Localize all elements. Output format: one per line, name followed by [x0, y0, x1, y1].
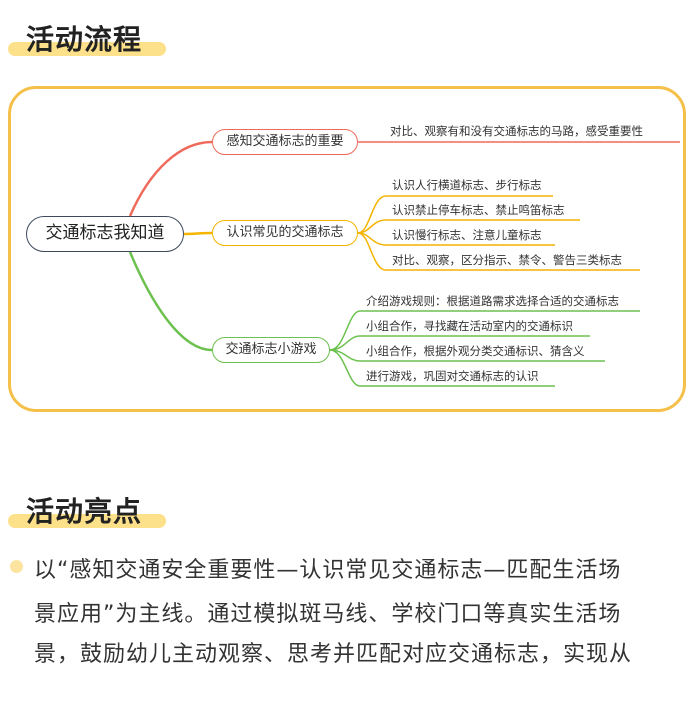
branch-node-game: 交通标志小游戏 [212, 337, 330, 363]
connector-b3-l2 [329, 335, 590, 351]
leaf-b1-1: 对比、观察有和没有交通标志的马路，感受重要性 [390, 124, 643, 138]
bullet-dot [10, 560, 23, 573]
connector-root-b2 [183, 231, 213, 236]
leaf-b2-2: 认识禁止停车标志、禁止鸣笛标志 [392, 203, 565, 217]
highlight-text-line-1: 以“感知交通安全重要性—认识常见交通标志—匹配生活场 [34, 558, 622, 583]
connector-b3-l4 [329, 349, 555, 387]
mindmap-frame [8, 86, 686, 412]
leaf-b3-3: 小组合作，根据外观分类交通标识、猜含义 [366, 344, 585, 358]
leaf-b3-4: 进行游戏，巩固对交通标志的认识 [366, 369, 539, 383]
title-highlight [8, 514, 166, 528]
connector-root-b3 [128, 251, 213, 352]
connector-b2-l1 [357, 195, 553, 234]
mindmap-root-node: 交通标志我知道 [26, 216, 184, 252]
leaf-b3-1: 介绍游戏规则：根据道路需求选择合适的交通标志 [366, 294, 619, 308]
connector-b2-l4 [357, 232, 640, 271]
highlight-text-line-3: 景，鼓励幼儿主动观察、思考并匹配对应交通标志，实现从 [34, 642, 633, 667]
leaf-b2-1: 认识人行横道标志、步行标志 [392, 178, 542, 192]
connector-b3-l1 [329, 310, 640, 351]
branch-node-common-signs: 认识常见的交通标志 [212, 220, 358, 246]
highlights-section-title: 活动亮点 [8, 490, 166, 530]
title-highlight [8, 42, 166, 56]
highlight-text-line-2: 景应用”为主线。通过模拟斑马线、学校门口等真实生活场 [34, 602, 622, 627]
connector-b2-l2 [357, 219, 580, 234]
branch-node-importance: 感知交通标志的重要 [212, 129, 358, 155]
leaf-b2-3: 认识慢行标志、注意儿童标志 [392, 228, 542, 242]
leaf-b2-4: 对比、观察，区分指示、禁令、警告三类标志 [392, 253, 622, 267]
connector-root-b1 [128, 140, 213, 217]
process-section-title: 活动流程 [8, 18, 166, 58]
leaf-b3-2: 小组合作，寻找藏在活动室内的交通标识 [366, 319, 573, 333]
